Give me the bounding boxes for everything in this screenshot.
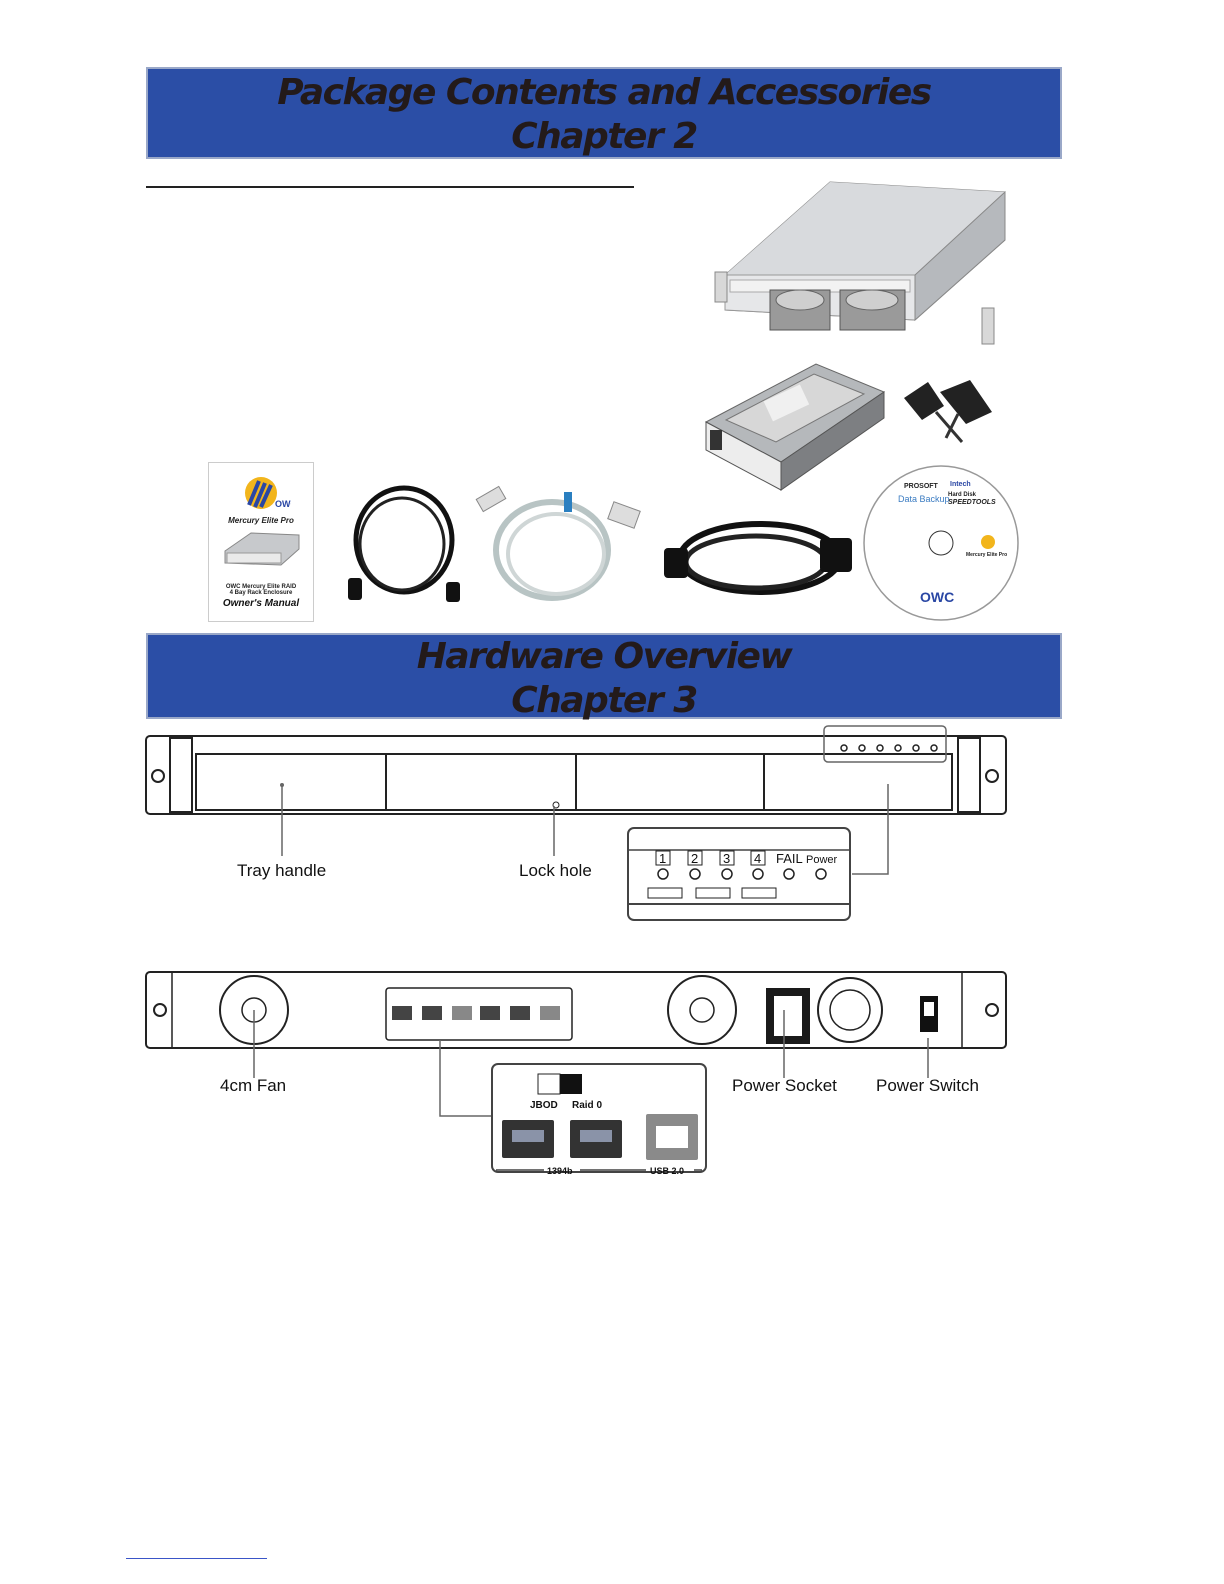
owners-manual-booklet: OWC Mercury Elite Pro OWC Mercury Elite …: [208, 462, 314, 622]
led-label-power: Power: [806, 854, 838, 866]
chapter3-banner: Hardware Overview Chapter 3: [146, 633, 1062, 721]
manual-product: Mercury Elite Pro: [228, 516, 294, 525]
led-label-fail: FAIL: [776, 851, 803, 866]
raid-label: Raid 0: [572, 1100, 602, 1111]
usb-cable-photo: [475, 485, 641, 601]
manual-line1: OWC Mercury Elite RAID: [225, 584, 297, 590]
power-switch-label: Power Switch: [876, 1076, 979, 1095]
firewire-cable-photo: [348, 485, 460, 602]
power-cable-photo: [664, 521, 852, 595]
front-panel-diagram: 1 2 3 4 FAIL Power: [145, 725, 1007, 921]
rack-enclosure-photo: [714, 181, 1006, 345]
drive-tray-photo: [704, 363, 886, 491]
owc-logo-icon: OWC: [245, 477, 297, 509]
cd-speedtools-a: Hard Disk: [948, 492, 977, 498]
manual-line2: 4 Bay Rack Enclosure: [229, 590, 293, 596]
firewire-label: 1394b: [547, 1166, 573, 1176]
jbod-label: JBOD: [530, 1100, 558, 1111]
rear-panel-diagram: JBOD Raid 0 1394b USB 2.0: [145, 971, 1007, 1176]
cd-prosoft: PROSOFT: [904, 483, 939, 490]
chapter2-title: Package Contents and Accessories: [277, 72, 932, 113]
footer-link-underline[interactable]: [126, 1558, 267, 1559]
led-label-2: 2: [691, 851, 698, 866]
keys-photo: [904, 380, 992, 443]
fan-label: 4cm Fan: [220, 1076, 287, 1095]
led-label-1: 1: [659, 851, 666, 866]
power-socket-label: Power Socket: [732, 1076, 837, 1095]
software-cd: PROSOFT Data Backup Intech Hard Disk SPE…: [862, 464, 1020, 622]
cd-intech: Intech: [950, 481, 971, 488]
cd-databackup: Data Backup: [898, 494, 950, 504]
cd-owc: OWC: [920, 589, 954, 605]
manual-rack-image: [224, 532, 300, 566]
chapter2-subtitle: Chapter 2: [511, 116, 698, 157]
chapter3-title: Hardware Overview: [416, 636, 793, 677]
led-label-3: 3: [723, 851, 730, 866]
svg-text:OWC: OWC: [275, 499, 291, 509]
cd-mep: Mercury Elite Pro: [966, 552, 1007, 558]
lock-hole-label: Lock hole: [519, 861, 592, 880]
chapter2-banner: Package Contents and Accessories Chapter…: [146, 67, 1062, 159]
manual-line3: Owner's Manual: [222, 598, 300, 609]
chapter3-subtitle: Chapter 3: [511, 680, 698, 721]
led-label-4: 4: [754, 851, 761, 866]
usb-label: USB 2.0: [650, 1166, 684, 1176]
section-rule: [146, 186, 634, 188]
tray-handle-label: Tray handle: [237, 861, 327, 880]
cd-speedtools-b: SPEEDTOOLS: [948, 499, 996, 506]
